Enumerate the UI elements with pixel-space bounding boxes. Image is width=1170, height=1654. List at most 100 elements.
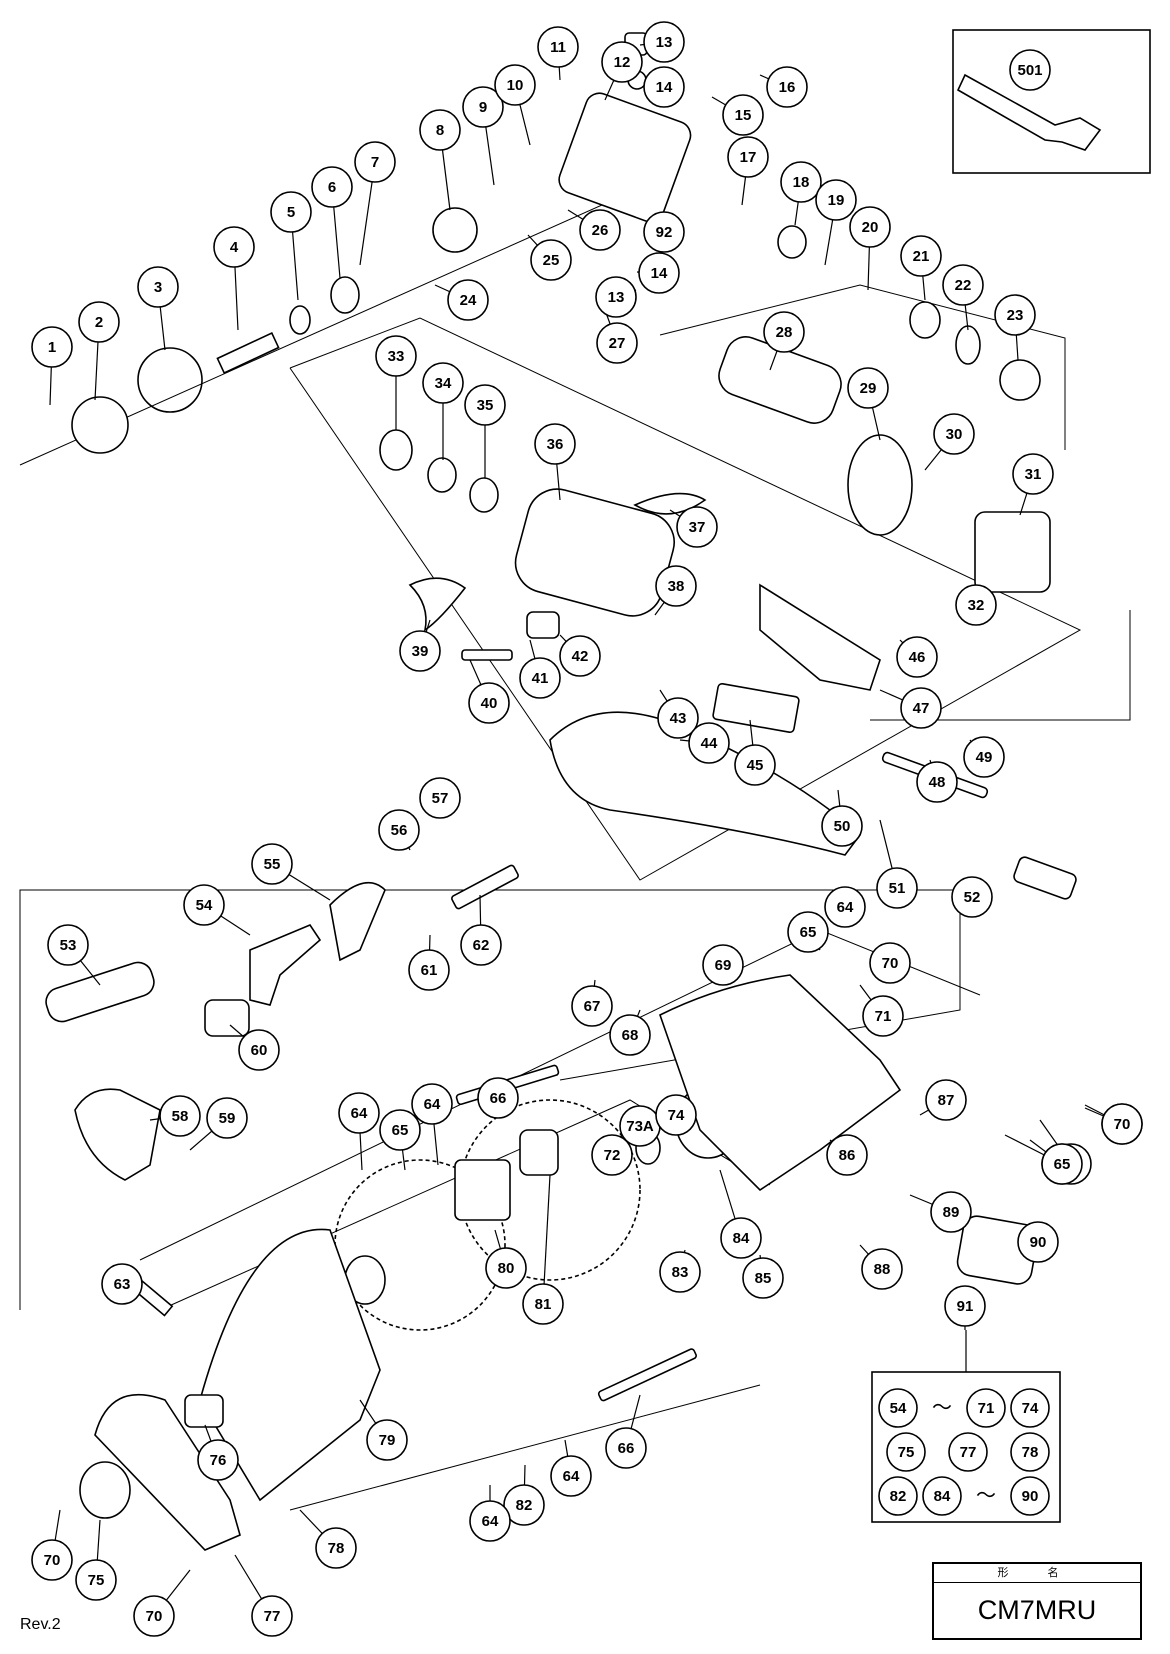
callout-70: 70 bbox=[869, 942, 911, 984]
callout-44: 44 bbox=[688, 722, 730, 764]
callout-67: 67 bbox=[571, 985, 613, 1027]
callout-46: 46 bbox=[896, 636, 938, 678]
callout-number: 8 bbox=[436, 122, 444, 139]
callout-82: 82 bbox=[503, 1484, 545, 1526]
callout-circle bbox=[315, 1527, 357, 1569]
callout-circle bbox=[702, 944, 744, 986]
callout-circle bbox=[251, 1595, 293, 1637]
wrench-shape bbox=[956, 73, 1102, 151]
callout-circle bbox=[849, 206, 891, 248]
callout-circle bbox=[595, 276, 637, 318]
stator-31-shape bbox=[974, 511, 1051, 593]
callout-11: 11 bbox=[537, 26, 579, 68]
callout-29: 29 bbox=[847, 367, 889, 409]
callout-49: 49 bbox=[963, 736, 1005, 778]
callout-number: 52 bbox=[964, 889, 981, 906]
bearing-34-shape bbox=[427, 457, 457, 493]
callout-64: 64 bbox=[824, 886, 866, 928]
callout-circle bbox=[643, 211, 685, 253]
callout-number: 80 bbox=[498, 1260, 515, 1277]
callout-circle bbox=[862, 995, 904, 1037]
callout-53: 53 bbox=[47, 924, 89, 966]
callout-number: 85 bbox=[755, 1270, 772, 1287]
shaft-66-bottom-shape bbox=[597, 1348, 697, 1402]
callout-circle bbox=[31, 1539, 73, 1581]
callout-39: 39 bbox=[399, 630, 441, 672]
callout-21: 21 bbox=[900, 235, 942, 277]
callout-circle bbox=[197, 1439, 239, 1481]
callout-circle bbox=[916, 761, 958, 803]
callout-number: 34 bbox=[435, 375, 452, 392]
callout-number: 84 bbox=[733, 1230, 750, 1247]
callout-number: 64 bbox=[482, 1513, 499, 1530]
callout-number: 64 bbox=[424, 1096, 441, 1113]
callout-30: 30 bbox=[933, 413, 975, 455]
callout-number: 44 bbox=[701, 735, 718, 752]
callout-circle bbox=[930, 1191, 972, 1233]
callout-number: 54 bbox=[196, 897, 213, 914]
callout-number: 3 bbox=[154, 279, 162, 296]
callout-25: 25 bbox=[530, 239, 572, 281]
model-box-header: 形 名 bbox=[934, 1564, 1140, 1583]
callout-number: 92 bbox=[656, 224, 673, 241]
callout-number: 75 bbox=[88, 1572, 105, 1589]
callout-number: 47 bbox=[913, 700, 930, 717]
callout-33: 33 bbox=[375, 335, 417, 377]
callout-circle bbox=[1041, 1143, 1083, 1185]
callout-42: 42 bbox=[559, 635, 601, 677]
callout-number: 17 bbox=[740, 149, 757, 166]
callout-number: 89 bbox=[943, 1204, 960, 1221]
callout-number: 20 bbox=[862, 219, 879, 236]
callout-circle bbox=[1101, 1103, 1143, 1145]
callout-60: 60 bbox=[238, 1029, 280, 1071]
callout-51: 51 bbox=[876, 867, 918, 909]
callout-circle bbox=[643, 21, 685, 63]
callout-70: 70 bbox=[1101, 1103, 1143, 1145]
kit-item-circle bbox=[886, 1432, 926, 1472]
kit-item-75: 75 bbox=[886, 1432, 926, 1472]
guard-88-shape bbox=[659, 974, 902, 1192]
callout-number: 13 bbox=[608, 289, 625, 306]
callout-76: 76 bbox=[197, 1439, 239, 1481]
callout-number: 64 bbox=[837, 899, 854, 916]
callout-circle bbox=[468, 682, 510, 724]
callout-number: 63 bbox=[114, 1276, 131, 1293]
callout-number: 66 bbox=[490, 1090, 507, 1107]
callout-number: 29 bbox=[860, 380, 877, 397]
callout-number: 25 bbox=[543, 252, 560, 269]
callout-26: 26 bbox=[579, 209, 621, 251]
callout-number: 73A bbox=[626, 1118, 654, 1135]
callout-number: 24 bbox=[460, 292, 477, 309]
callout-number: 21 bbox=[913, 248, 930, 265]
callout-62: 62 bbox=[460, 924, 502, 966]
callout-circle bbox=[655, 565, 697, 607]
callouts: 1234567891011121314151617181920212223242… bbox=[31, 21, 1143, 1637]
callout-circle bbox=[311, 166, 353, 208]
callout-58: 58 bbox=[159, 1095, 201, 1137]
kit-item-circle bbox=[922, 1476, 962, 1516]
kit-item-circle bbox=[1010, 1432, 1050, 1472]
callout-13: 13 bbox=[643, 21, 685, 63]
callout-circle bbox=[742, 1257, 784, 1299]
callout-16: 16 bbox=[766, 66, 808, 108]
callout-32: 32 bbox=[955, 584, 997, 626]
callout-86: 86 bbox=[826, 1134, 868, 1176]
callout-number: 57 bbox=[432, 790, 449, 807]
callout-72: 72 bbox=[591, 1134, 633, 1176]
callout-circle bbox=[655, 1094, 697, 1136]
callout-68: 68 bbox=[609, 1014, 651, 1056]
callout-circle bbox=[720, 1217, 762, 1259]
callout-circle bbox=[422, 362, 464, 404]
callout-circle bbox=[378, 809, 420, 851]
callout-number: 58 bbox=[172, 1108, 189, 1125]
callout-number: 70 bbox=[1114, 1116, 1131, 1133]
callout-19: 19 bbox=[815, 179, 857, 221]
gear-8-shape bbox=[432, 207, 478, 253]
kit-item-54: 54 bbox=[878, 1388, 918, 1428]
bearing-33-shape bbox=[379, 429, 413, 471]
name-plate-39-shape bbox=[408, 577, 467, 632]
callout-56: 56 bbox=[378, 809, 420, 851]
callout-38: 38 bbox=[655, 565, 697, 607]
callout-41: 41 bbox=[519, 657, 561, 699]
